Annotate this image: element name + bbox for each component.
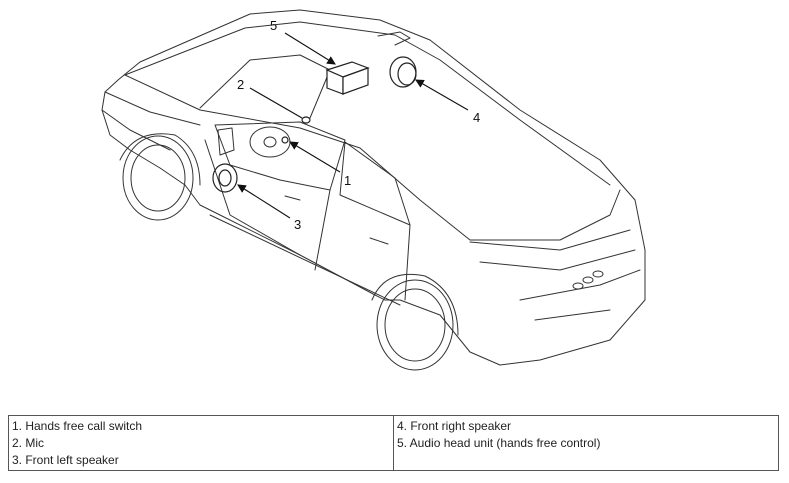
callout-3: 3 <box>294 217 301 232</box>
legend-column-right: 4. Front right speaker 5. Audio head uni… <box>393 416 778 470</box>
leader-line-4 <box>415 79 469 111</box>
leader-line-3 <box>237 184 291 219</box>
audio-head-unit-shape <box>325 61 370 95</box>
callout-1: 1 <box>344 173 351 188</box>
call-switch-shape <box>281 136 289 144</box>
legend-column-left: 1. Hands free call switch 2. Mic 3. Fron… <box>9 416 393 470</box>
leader-line-5 <box>284 32 336 65</box>
legend-item-mic: 2. Mic <box>12 436 45 450</box>
callout-5: 5 <box>270 18 277 33</box>
callout-2: 2 <box>237 77 244 92</box>
leader-line-1 <box>289 141 341 173</box>
front-right-speaker-shape <box>389 56 417 88</box>
car-outline <box>101 9 646 371</box>
car-component-diagram: 1 2 3 4 5 <box>101 9 646 371</box>
callout-4: 4 <box>473 110 480 125</box>
mic-shape <box>301 116 311 124</box>
legend-item-audio-head-unit: 5. Audio head unit (hands free control) <box>397 436 601 450</box>
leader-line-2 <box>249 87 303 119</box>
legend-table: 1. Hands free call switch 2. Mic 3. Fron… <box>8 415 779 471</box>
legend-item-front-left-speaker: 3. Front left speaker <box>12 453 119 467</box>
leader-lines <box>237 32 469 219</box>
front-left-speaker-shape <box>212 163 238 193</box>
legend-item-front-right-speaker: 4. Front right speaker <box>397 419 512 433</box>
legend-item-hands-free-call-switch: 1. Hands free call switch <box>12 419 143 433</box>
